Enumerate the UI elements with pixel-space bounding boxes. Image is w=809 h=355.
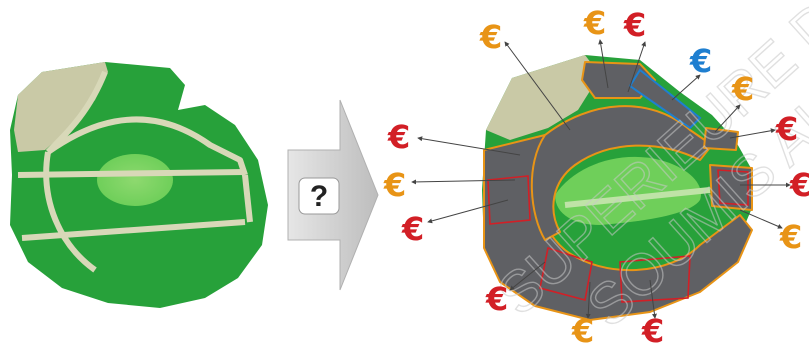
euro-marker-top-left-a: € [479, 18, 502, 56]
euro-marker-left-low: € [401, 210, 424, 248]
site-plan-before [10, 62, 268, 308]
euro-marker-bottom-right: € [641, 312, 664, 350]
transition-arrow: ? [287, 99, 379, 291]
parcel-outlines [487, 169, 749, 303]
euro-marker-right-upper: € [731, 70, 754, 108]
euro-markers: € € € € € € € € € € € € € € [383, 4, 809, 350]
euro-marker-right-bottom: € [779, 218, 802, 256]
zone-blue-strip [628, 68, 702, 130]
question-box [298, 177, 340, 215]
question-mark: ? [310, 180, 328, 213]
euro-marker-top-a: € [583, 4, 606, 42]
site-center-lawn [97, 154, 173, 206]
site-paths [17, 70, 253, 273]
euro-marker-left-mid: € [383, 166, 406, 204]
euro-marker-bottom-left: € [485, 280, 508, 318]
priced-beige-area [486, 55, 600, 140]
zone-light-path [564, 187, 711, 208]
price-arrows [411, 39, 791, 319]
euro-marker-left-upper: € [387, 118, 410, 156]
zone-inner-band [530, 105, 713, 241]
euro-marker-bottom-mid: € [571, 312, 594, 350]
euro-marker-top-b: € [623, 6, 646, 44]
priced-center-lawn [555, 156, 701, 225]
euro-marker-right-mid: € [775, 110, 798, 148]
site-plan-after [482, 55, 753, 321]
euro-marker-top-right-blue: € [689, 42, 712, 80]
zone-right-upper [703, 127, 739, 151]
site-beige-area [14, 62, 108, 152]
euro-marker-right-low: € [789, 166, 809, 204]
